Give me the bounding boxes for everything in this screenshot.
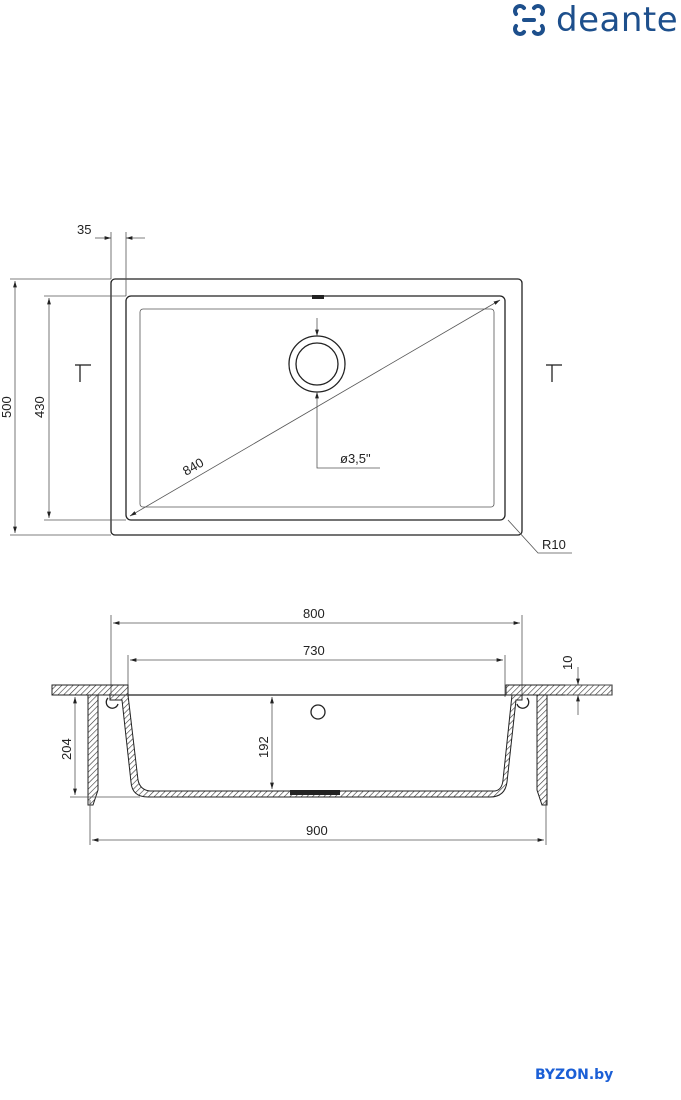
drain-size-label: ø3,5" (340, 451, 371, 466)
outer-depth-label: 500 (0, 396, 14, 418)
bowl-width-label: 730 (303, 643, 325, 658)
outer-width-label: 800 (303, 606, 325, 621)
rim-thickness-label: 10 (560, 656, 575, 670)
diagonal-label: 840 (180, 455, 206, 479)
watermark: BYZON.by (535, 1067, 614, 1083)
drain-inner (295, 342, 339, 386)
rim-width-label: 35 (77, 222, 91, 237)
drain-outer (288, 335, 346, 393)
sink-outer-outline (110, 278, 523, 536)
brand-logo: deante (508, 0, 678, 40)
cabinet-depth-label: 204 (59, 738, 74, 760)
logo-icon (513, 4, 545, 36)
bowl-height-label: 192 (256, 736, 271, 758)
overflow-hole (310, 704, 326, 720)
overflow-slot (312, 295, 324, 299)
sink-wall-section (109, 694, 523, 798)
section-view: 800 730 10 204 192 900 (51, 606, 613, 845)
clip-left (105, 697, 119, 709)
corner-radius-label: R10 (542, 537, 566, 552)
cabinet-wall-right (536, 694, 548, 806)
section-mark-right (546, 364, 562, 382)
bowl-depth-label: 430 (32, 396, 47, 418)
logo-text: deante (556, 0, 679, 40)
countertop-left (51, 684, 129, 696)
countertop-right (505, 684, 613, 696)
top-view: ø3,5" 840 35 500 430 R10 (0, 222, 572, 554)
cabinet-wall-left (87, 694, 99, 806)
clip-right (516, 697, 530, 709)
cabinet-width-label: 900 (306, 823, 328, 838)
drain-outlet (290, 790, 340, 795)
section-mark-left (75, 364, 91, 382)
